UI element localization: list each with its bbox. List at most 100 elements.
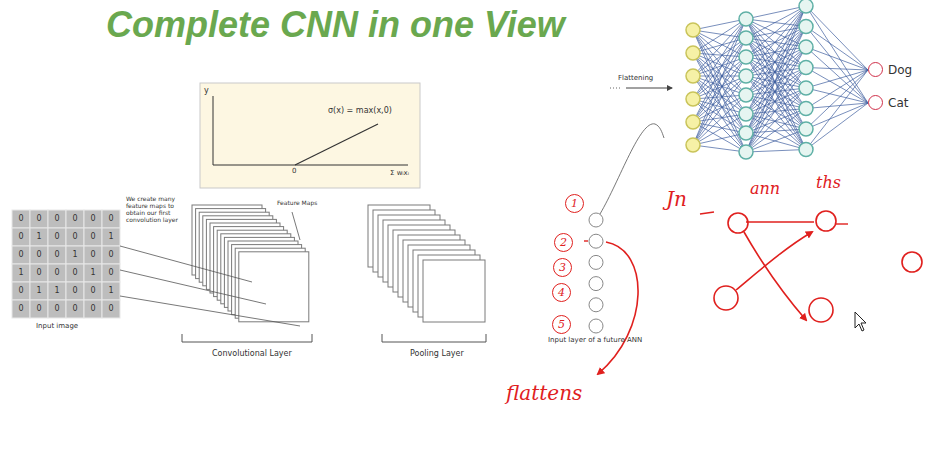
ann-weight <box>746 88 806 133</box>
pixel-value: 0 <box>84 210 102 228</box>
pixel-value: 1 <box>30 282 48 300</box>
ann-weight <box>693 114 746 145</box>
pixel-cell <box>84 264 102 282</box>
red-annotations <box>584 211 922 374</box>
ann-weight <box>693 57 746 145</box>
callout-text: 4 <box>558 287 565 298</box>
pixel-cell <box>102 300 120 318</box>
ann-weight <box>693 76 746 77</box>
hidden-neuron <box>739 50 753 64</box>
ann-weight <box>746 57 806 129</box>
pixel-cell <box>102 228 120 246</box>
x-axis <box>213 165 408 166</box>
ann-weight <box>693 57 746 122</box>
input-neuron <box>686 69 700 83</box>
filter-line <box>120 246 252 282</box>
pixel-value: 0 <box>12 300 30 318</box>
hidden-neuron <box>799 81 813 95</box>
pixel-value: 0 <box>30 300 48 318</box>
pixel-value: 1 <box>102 282 120 300</box>
hidden-neuron <box>739 69 753 83</box>
pixel-value: 0 <box>84 228 102 246</box>
callout-text: 2 <box>560 237 567 248</box>
callout-label: Feature Maps <box>277 200 317 207</box>
ann-weight <box>746 6 806 95</box>
pixel-cell <box>30 282 48 300</box>
input-neuron <box>589 234 603 248</box>
hidden-neuron <box>799 102 813 116</box>
input-neuron <box>686 46 700 60</box>
ann-weight <box>806 88 868 103</box>
ann-weight <box>746 114 806 150</box>
ann-weight <box>746 68 806 153</box>
pixel-cell <box>66 282 84 300</box>
pixel-cell <box>12 264 30 282</box>
pixel-cell <box>66 246 84 264</box>
output-circle <box>868 62 883 77</box>
ann-weight <box>806 70 868 150</box>
ann-weight <box>806 47 868 70</box>
input-neuron <box>686 138 700 152</box>
ann-weight <box>746 27 806 153</box>
pixel-value: 0 <box>66 264 84 282</box>
y-axis <box>213 96 214 165</box>
ann-weight <box>693 114 746 122</box>
ann-weight <box>746 68 806 115</box>
ann-weight <box>693 76 746 133</box>
pooling-stack <box>368 205 485 322</box>
pixel-value: 0 <box>66 282 84 300</box>
ann-weight <box>693 19 746 145</box>
callout-number: 2 <box>554 233 573 252</box>
input-neuron <box>686 115 700 129</box>
caption-label: Input image <box>36 322 78 330</box>
pixel-cell <box>48 228 66 246</box>
ann-weight <box>806 47 868 103</box>
pixel-cell <box>66 210 84 228</box>
leader-line <box>292 212 300 240</box>
ann-weight <box>746 47 806 152</box>
pixel-value: 0 <box>48 300 66 318</box>
future-input-layer <box>589 213 603 333</box>
pointer-line <box>600 124 664 214</box>
ann-weight <box>746 95 806 150</box>
layer-brackets <box>182 212 486 342</box>
pixel-cell <box>48 264 66 282</box>
pixel-value: 0 <box>12 246 30 264</box>
red-circle <box>728 213 748 233</box>
red-circle <box>714 286 738 310</box>
hidden-neuron <box>739 88 753 102</box>
pixel-value: 1 <box>12 264 30 282</box>
ann-weight <box>693 19 746 99</box>
axis-label: y <box>204 86 209 95</box>
pixel-cell <box>30 210 48 228</box>
input-neuron <box>686 92 700 106</box>
callout-number: 4 <box>552 283 571 302</box>
pixel-cell <box>48 210 66 228</box>
ann-weight <box>746 129 806 152</box>
red-circle <box>902 252 922 272</box>
relu-line <box>295 124 378 165</box>
hidden-neuron <box>739 145 753 159</box>
bracket <box>182 334 312 342</box>
note: We create many feature maps to obtain ou… <box>126 196 178 224</box>
pixel-cell <box>12 228 30 246</box>
pixel-value: 0 <box>66 300 84 318</box>
mouse-cursor <box>855 312 866 331</box>
ann-weight <box>746 47 806 57</box>
hidden-neuron <box>739 107 753 121</box>
input-neuron <box>589 255 603 269</box>
ann-weight <box>693 95 746 122</box>
hidden-neuron <box>739 12 753 26</box>
pixel-cell <box>12 210 30 228</box>
dots <box>610 88 620 89</box>
ann-weight <box>746 6 806 133</box>
ann-weight <box>693 95 746 145</box>
filter-line <box>120 270 266 304</box>
pixel-cell <box>102 264 120 282</box>
formula: σ(x) = max(x,0) <box>328 106 392 115</box>
ann-weight <box>806 103 868 129</box>
pixel-value: 0 <box>66 210 84 228</box>
pixel-value: 0 <box>84 246 102 264</box>
ann-weight <box>806 27 868 104</box>
